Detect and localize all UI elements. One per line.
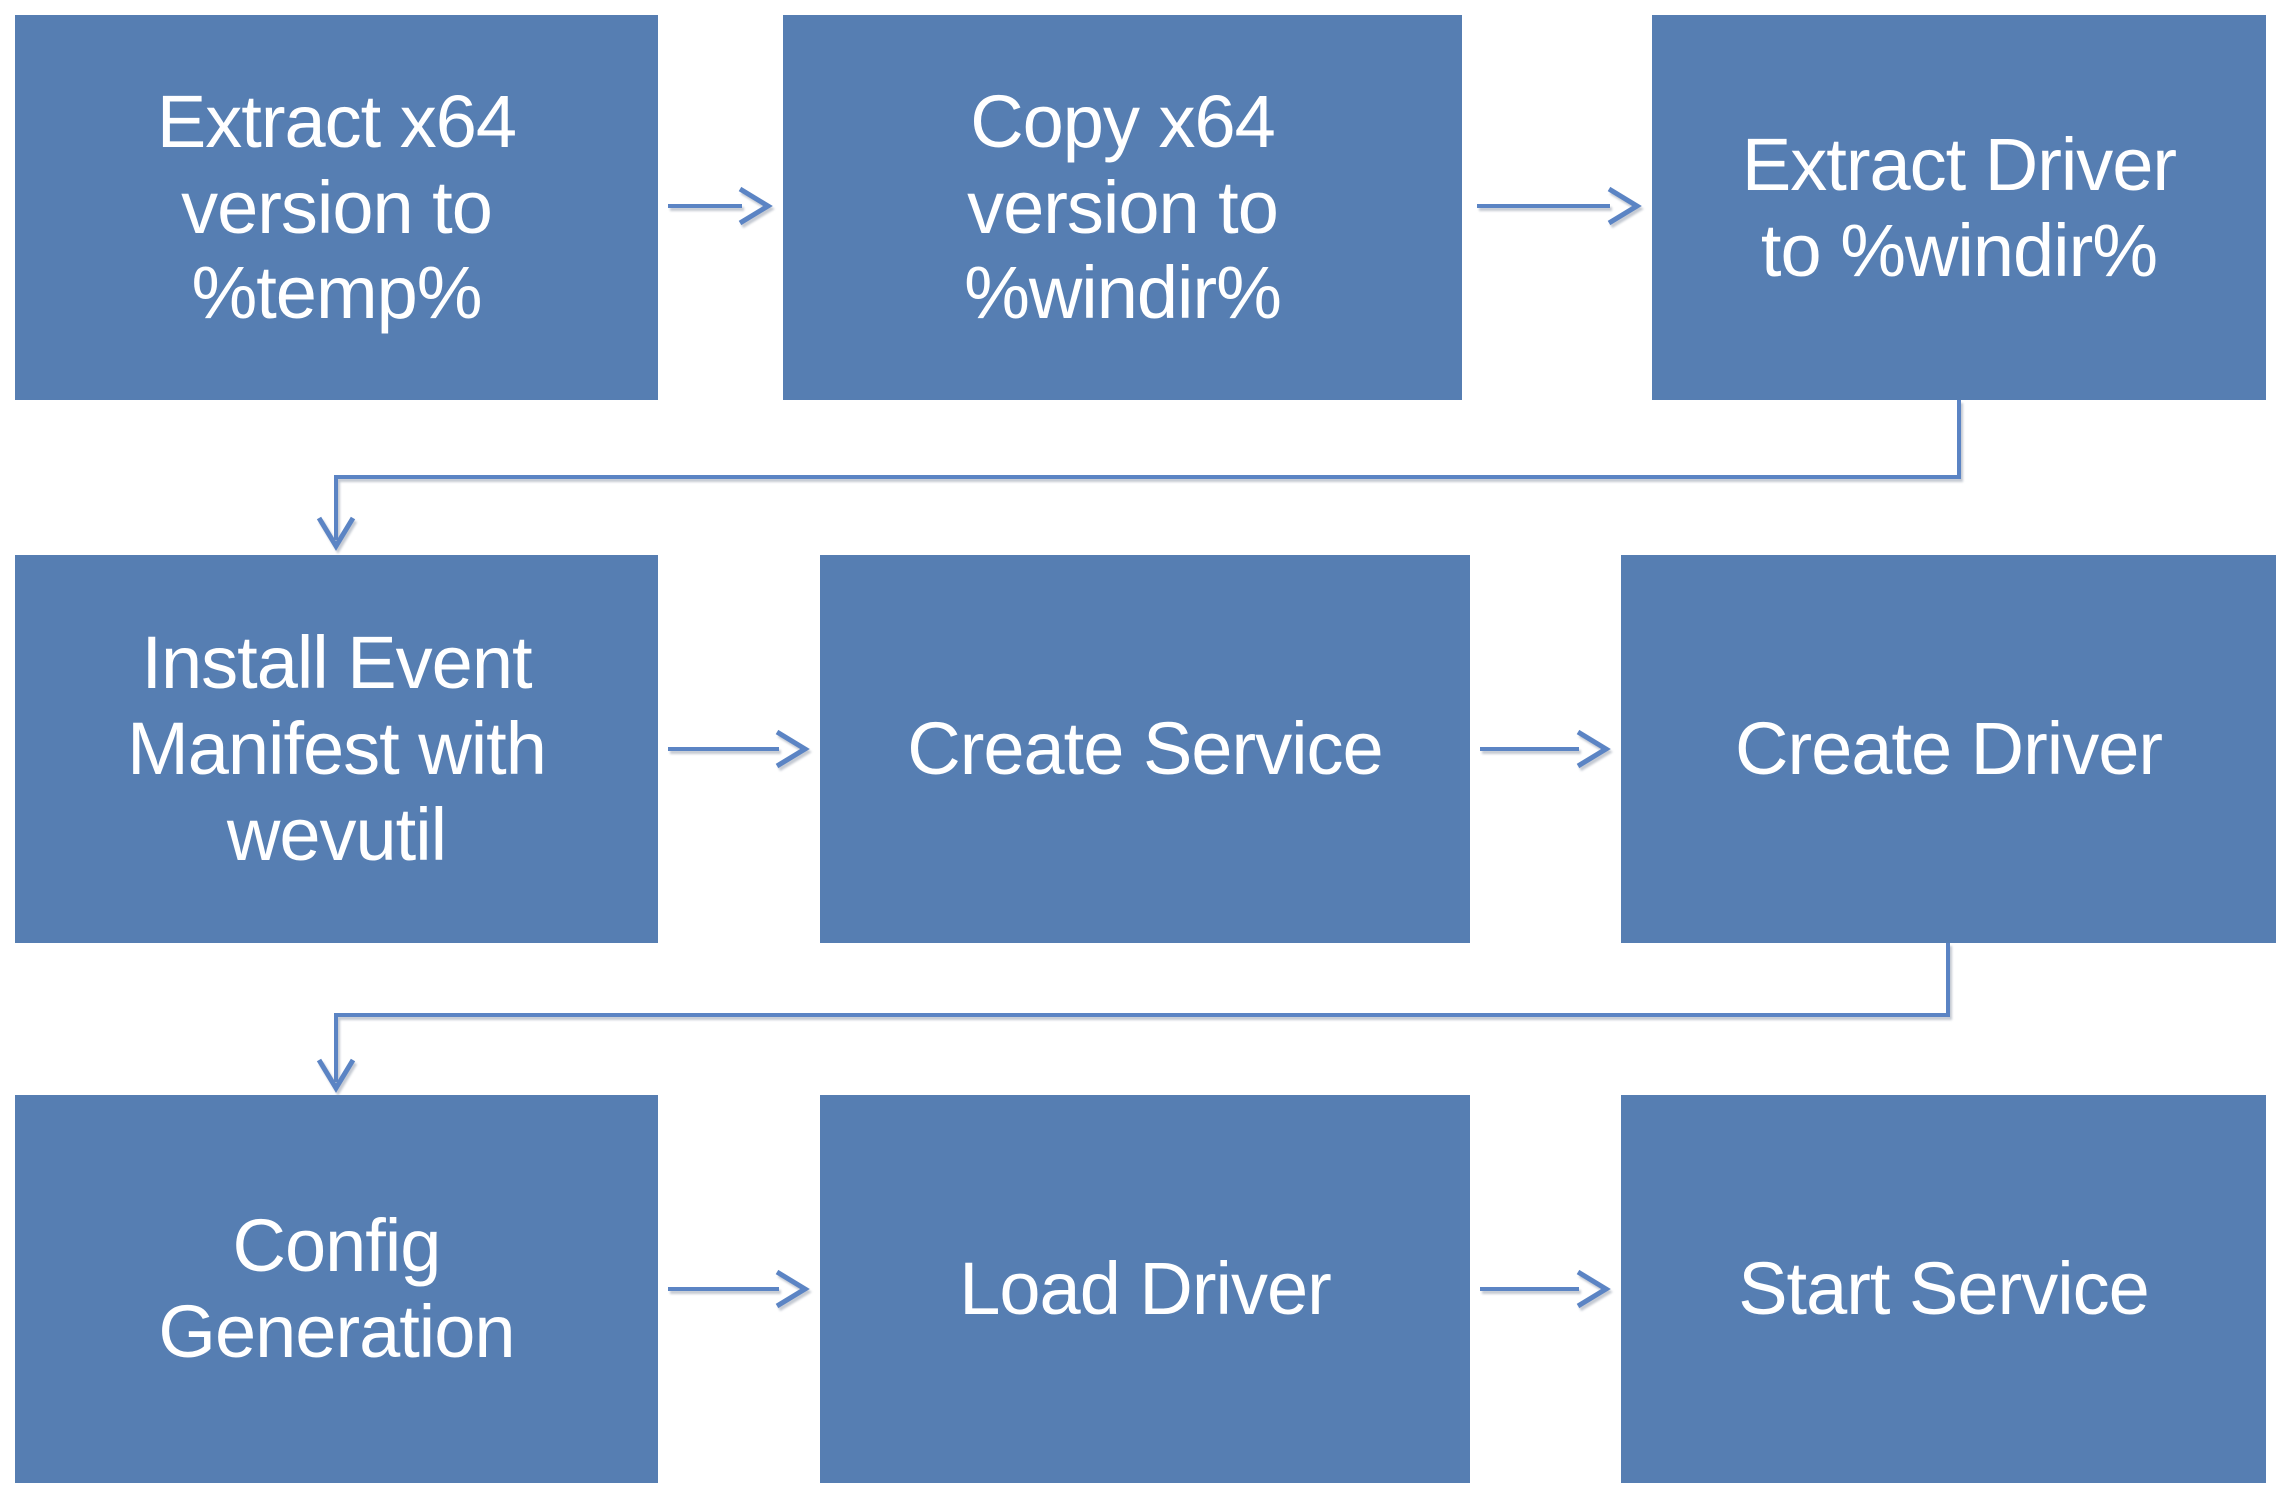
elbow-extractdriver-to-install-shaft bbox=[334, 400, 1961, 540]
elbow-createdriver-to-config-head bbox=[316, 1058, 356, 1093]
elbow-extractdriver-to-install-head bbox=[316, 516, 356, 551]
flow-node-copy-x64-windir: Copy x64 version to %windir% bbox=[783, 15, 1462, 400]
flow-node-create-service: Create Service bbox=[820, 555, 1470, 943]
flow-node-start-service: Start Service bbox=[1621, 1095, 2266, 1483]
arrow-extract-to-copy-head bbox=[738, 186, 773, 226]
arrow-install-to-createservice-head bbox=[775, 729, 810, 769]
arrow-copy-to-extractdriver-head bbox=[1607, 186, 1642, 226]
flow-node-extract-x64-temp: Extract x64 version to %temp% bbox=[15, 15, 658, 400]
flow-node-create-driver: Create Driver bbox=[1621, 555, 2276, 943]
flow-node-config-generation: Config Generation bbox=[15, 1095, 658, 1483]
flow-node-extract-driver-windir: Extract Driver to %windir% bbox=[1652, 15, 2266, 400]
arrow-loaddriver-to-startservice-head bbox=[1576, 1269, 1611, 1309]
arrow-config-to-loaddriver-head bbox=[775, 1269, 810, 1309]
flow-node-load-driver: Load Driver bbox=[820, 1095, 1470, 1483]
elbow-createdriver-to-config-shaft bbox=[334, 943, 1950, 1082]
arrow-createservice-to-createdriver-head bbox=[1576, 729, 1611, 769]
flow-node-install-event-manifest: Install Event Manifest with wevutil bbox=[15, 555, 658, 943]
